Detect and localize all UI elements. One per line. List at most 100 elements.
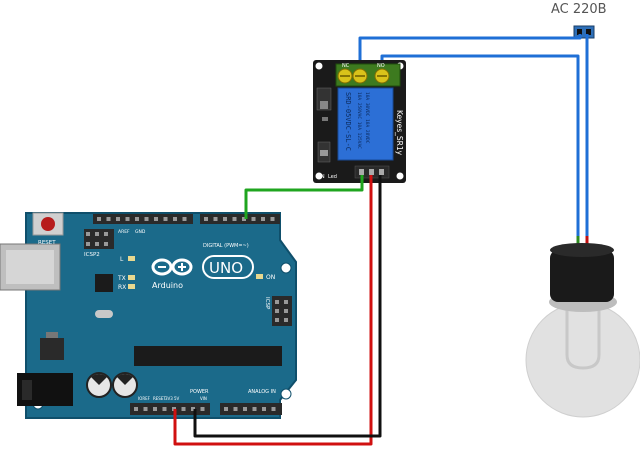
ac-terminal-block (573, 25, 595, 39)
control-wires (173, 175, 382, 446)
pin-hole (97, 217, 101, 221)
pin-hole (204, 217, 208, 221)
logo-brand-text: Arduino (152, 281, 183, 290)
v33-label: 3V3 (165, 396, 173, 401)
pin-hole (284, 318, 288, 322)
reset-label: RESET (38, 240, 56, 246)
relay-model-text: SRD-05VDC-SL-C (344, 92, 352, 151)
relay-rating-text-1: 10A 250VAC 10A 125VAC (356, 92, 362, 149)
pin-hole (270, 217, 275, 221)
pin-hole (261, 217, 265, 221)
relay-print: SRD-05VDC-SL-C 10A 250VAC 10A 125VAC 10A… (344, 92, 370, 151)
gnd-label: GND (135, 229, 146, 235)
pin-hole (182, 217, 187, 221)
ac-wire-relay-to-bulb (380, 54, 580, 248)
power-header (130, 403, 210, 415)
pin-hole (162, 407, 167, 411)
pin-hole (200, 407, 205, 411)
pin-hole (191, 407, 195, 411)
pin-hole (116, 217, 120, 221)
pin-hole (233, 407, 238, 411)
v5-label: 5V (174, 396, 180, 401)
led-on-label: ON (266, 274, 275, 281)
pin-hole (153, 407, 157, 411)
digital-label: DIGITAL (PWM=~) (203, 243, 249, 249)
pin-hole (252, 407, 257, 411)
relay-nc-label: NC (342, 63, 350, 69)
pin-hole (275, 300, 279, 304)
led-rx-label: RX (118, 284, 126, 291)
relay-module-label: Keyes_SR1y (395, 110, 404, 156)
analog-label: ANALOG IN (248, 389, 276, 395)
gnd-wire (193, 175, 382, 438)
pin-hole (284, 309, 288, 313)
pin-hole (125, 217, 130, 221)
relay-screw-terminals (335, 63, 401, 87)
ac-wire-to-relay-nc (358, 34, 582, 70)
led-tx-label: TX (117, 275, 126, 282)
bulb-filament (565, 300, 601, 370)
relay-no-label: NO (377, 63, 385, 69)
pin-hole (213, 217, 218, 221)
power-label: POWER (190, 389, 209, 395)
pin-hole (95, 232, 99, 236)
digital-header-b (200, 214, 280, 224)
arduino-uno-board: RESET ICSP2 L TX RX ON UNO (0, 212, 297, 419)
led-l (128, 256, 135, 261)
atmega-chip (134, 346, 282, 366)
icsp2-label: ICSP2 (84, 252, 100, 258)
voltage-regulator (40, 338, 64, 360)
arduino-logo: UNO Arduino (151, 255, 254, 290)
pin-hole (223, 217, 227, 221)
bulb-glass (525, 302, 640, 418)
relay-on-label: ON (317, 174, 325, 180)
signal-wire (244, 175, 364, 219)
vcc-wire (173, 175, 373, 446)
pin-hole (86, 232, 90, 236)
pin-hole (106, 217, 111, 221)
pin-hole (251, 217, 256, 221)
pin-hole (232, 217, 237, 221)
pin-hole (154, 217, 158, 221)
pin-hole (275, 309, 279, 313)
led-on (256, 274, 263, 279)
relay-module: NC NO SRD-05VDC-SL-C 10A 250VAC 10A 125V… (313, 60, 406, 183)
pin-hole (143, 407, 148, 411)
pin-hole (104, 242, 108, 246)
pin-hole (135, 217, 139, 221)
relay-led-label: Led (328, 174, 337, 180)
pin-hole (144, 217, 149, 221)
reset-pin-label: RESET (153, 396, 166, 401)
digital-header-a (93, 214, 193, 224)
light-bulb (525, 236, 640, 418)
icsp-label: ICSP (264, 297, 270, 310)
ioref-label: IOREF (138, 396, 151, 401)
aref-label: AREF (118, 229, 130, 235)
pin-hole (224, 407, 228, 411)
pin-hole (163, 217, 168, 221)
pin-hole (275, 318, 279, 322)
usb-chip (95, 274, 113, 292)
pin-hole (243, 407, 247, 411)
vin-label: VIN (200, 396, 207, 401)
pin-hole (104, 232, 108, 236)
led-l-label: L (120, 256, 124, 263)
pin-holes (86, 217, 288, 411)
bulb-base (550, 250, 614, 302)
pin-hole (242, 217, 246, 221)
pin-hole (262, 407, 266, 411)
ac-source-label: AC 220B (551, 2, 607, 17)
pin-hole (86, 242, 90, 246)
led-rx (128, 284, 135, 289)
pin-hole (271, 407, 276, 411)
pin-hole (134, 407, 138, 411)
relay-rating-text-2: 10A 30VDC 10A 28VDC (364, 92, 370, 144)
relay-body (337, 87, 394, 161)
pin-hole (181, 407, 186, 411)
logo-uno-text: UNO (209, 259, 243, 277)
pin-hole (173, 217, 177, 221)
pin-hole (284, 300, 288, 304)
analog-header (220, 403, 282, 415)
led-tx (128, 275, 135, 280)
